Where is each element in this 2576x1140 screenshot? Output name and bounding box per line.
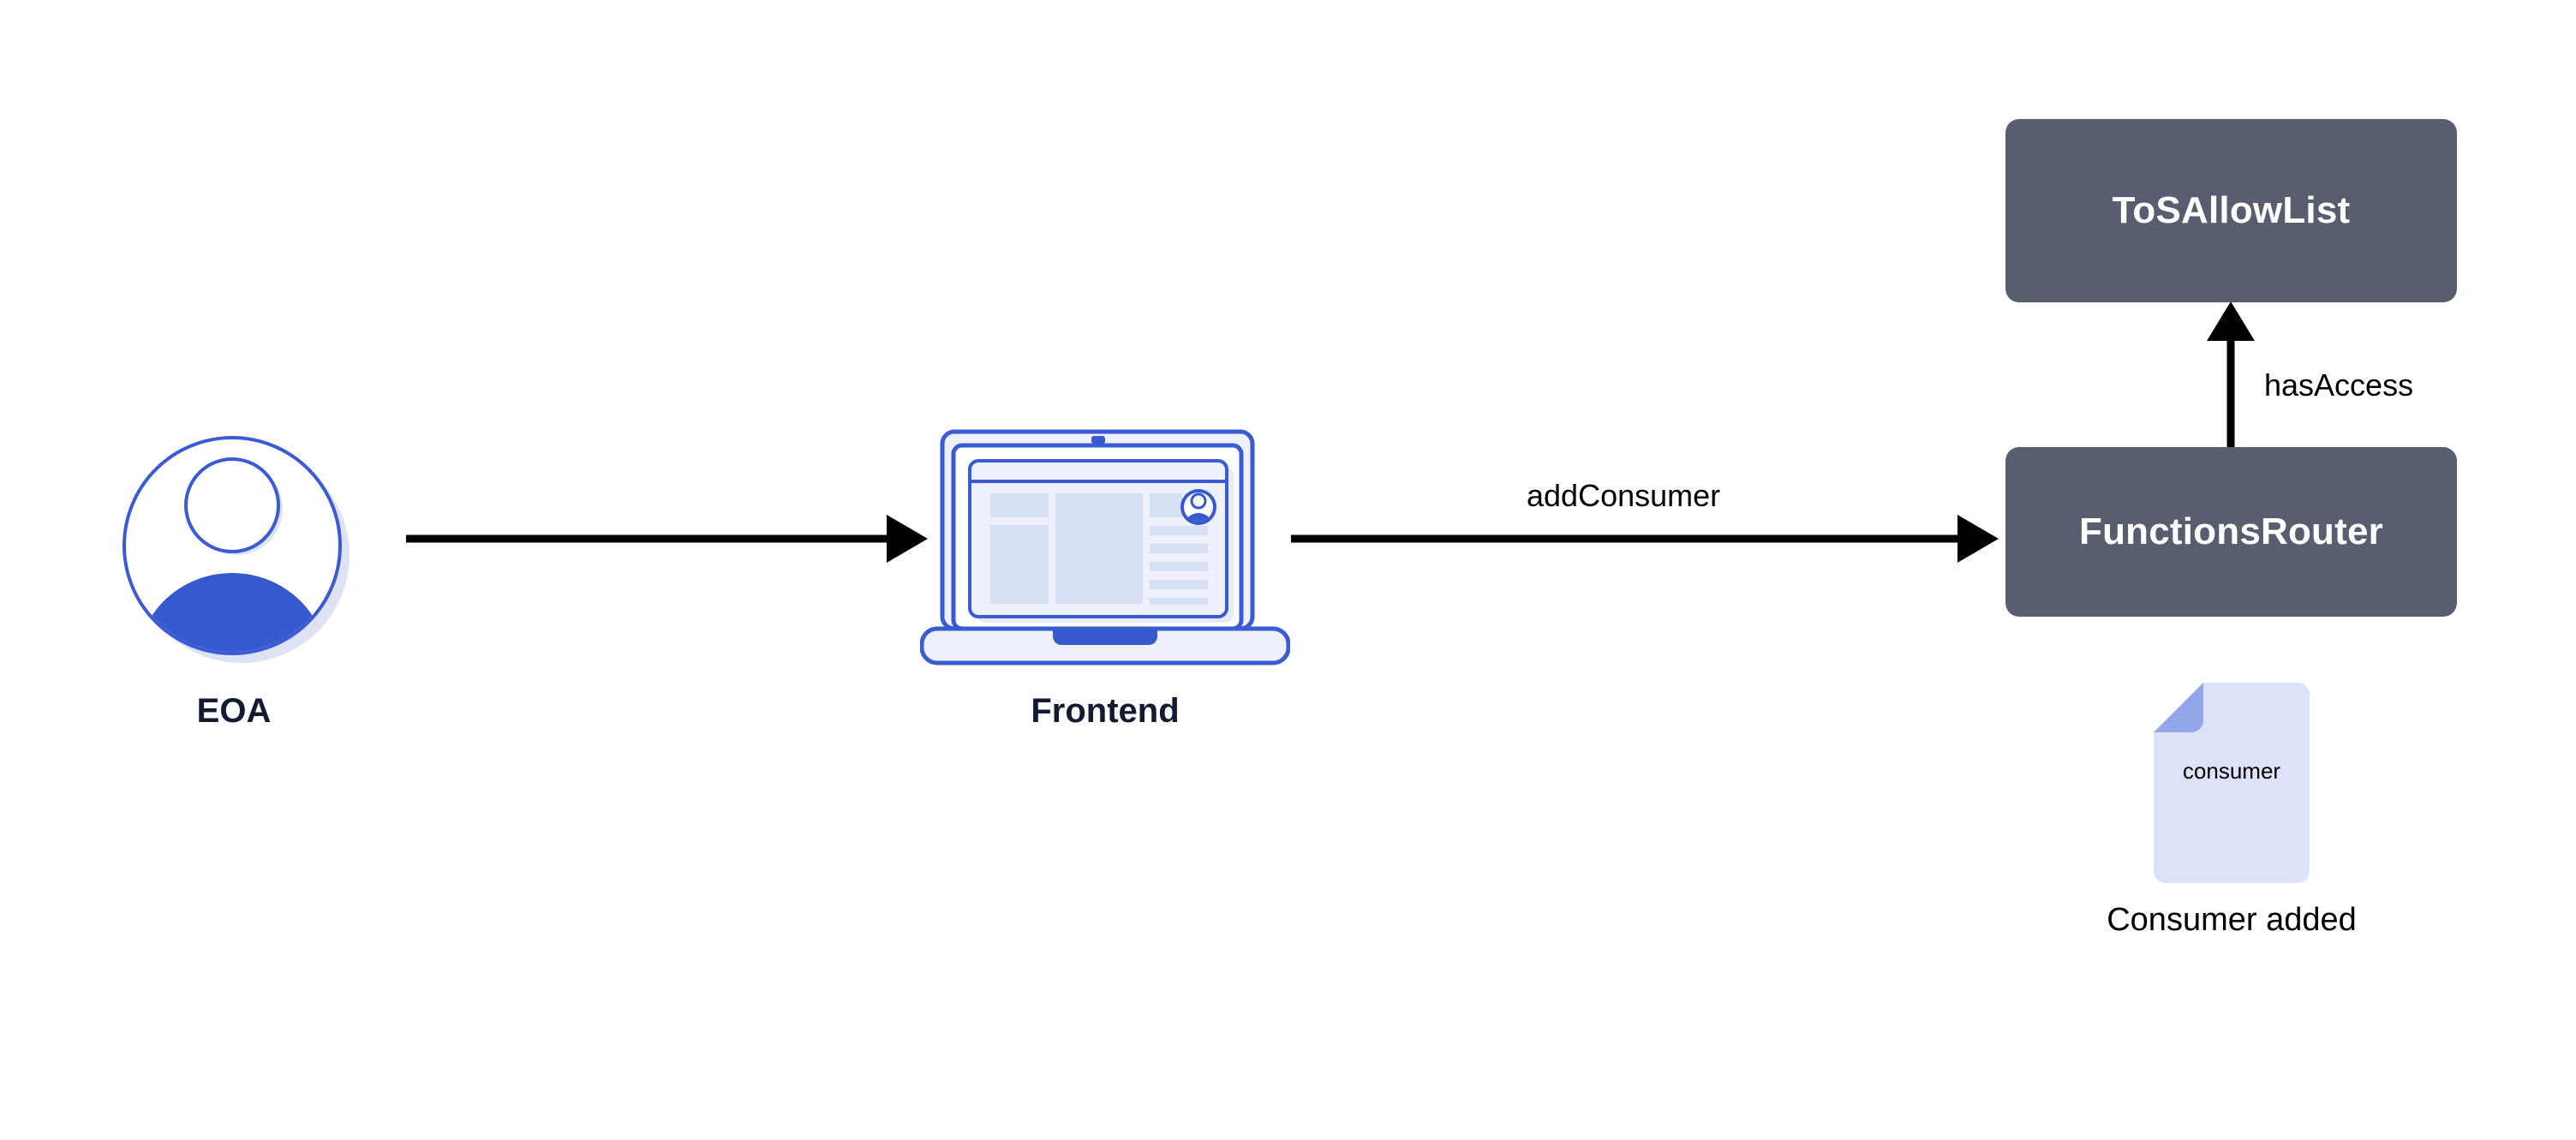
node-functions-router-label: FunctionsRouter bbox=[2079, 510, 2383, 552]
edge-eoa-to-frontend bbox=[406, 515, 928, 563]
edge-router-to-allowlist bbox=[2207, 301, 2255, 447]
user-avatar-icon bbox=[120, 433, 351, 665]
consumer-added-caption: Consumer added bbox=[2107, 902, 2357, 938]
laptop-icon bbox=[919, 428, 1291, 677]
edge-label-has-access: hasAccess bbox=[2264, 367, 2414, 403]
frontend-caption: Frontend bbox=[1031, 692, 1180, 730]
eoa-caption: EOA bbox=[196, 692, 272, 730]
screen-avatar-icon bbox=[1180, 489, 1216, 525]
node-tos-allow-list[interactable]: ToSAllowList bbox=[2005, 119, 2457, 302]
node-functions-router[interactable]: FunctionsRouter bbox=[2005, 447, 2457, 617]
node-tos-allow-list-label: ToSAllowList bbox=[2112, 189, 2351, 231]
edge-frontend-to-router bbox=[1291, 515, 1999, 563]
document-icon bbox=[2152, 681, 2311, 885]
edge-label-add-consumer: addConsumer bbox=[1527, 478, 1721, 513]
document-file-label: consumer bbox=[2182, 758, 2281, 784]
